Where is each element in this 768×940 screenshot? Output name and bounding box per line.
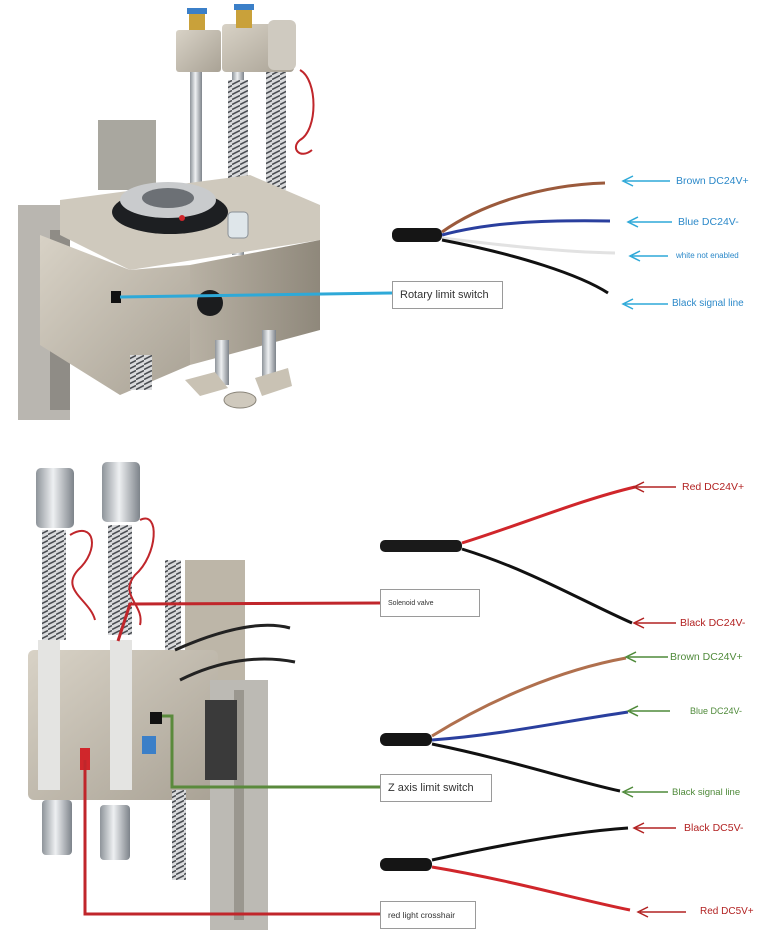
motor-block — [98, 120, 156, 190]
rail-groove — [234, 690, 244, 920]
arrow-black-z — [621, 786, 668, 798]
solenoid-leader — [116, 601, 381, 642]
cylinder-left — [36, 468, 74, 528]
rod-lower-2 — [262, 330, 276, 380]
arrow-brown — [621, 175, 670, 187]
fitting-cap-right — [234, 4, 254, 10]
solenoid-cable — [380, 485, 636, 625]
wire-red — [431, 865, 631, 912]
label-red-dc24v-plus: Red DC24V+ — [682, 481, 745, 493]
cable-jacket — [380, 540, 462, 552]
wire-brown — [431, 656, 627, 738]
nozzle-right — [100, 805, 130, 860]
fitting-cap-left — [187, 8, 207, 14]
z-limit-leader — [162, 714, 380, 789]
wire-white — [441, 236, 616, 255]
main-housing-side — [190, 240, 320, 365]
wire-black — [431, 742, 621, 793]
rotary-knob — [197, 290, 223, 316]
red-light-arrows — [632, 822, 686, 918]
label-black-signal-line: Black signal line — [672, 298, 744, 309]
z-axis-assembly — [28, 462, 296, 930]
arrow-blue-z — [626, 705, 670, 717]
z-axis-limit-switch-label: Z axis limit switch — [380, 774, 492, 802]
label-white-not-enabled: white not enabled — [676, 251, 739, 260]
wire-blue — [431, 710, 629, 742]
label-z-black-signal-line: Black signal line — [672, 787, 741, 798]
arrow-black-24 — [632, 617, 676, 629]
z-limit-switch — [150, 712, 162, 724]
brass-fitting-right — [236, 6, 252, 28]
black-cable-arc-2 — [179, 657, 296, 682]
arrow-red-5 — [636, 906, 686, 918]
rotary-limit-switch-label: Rotary limit switch — [392, 281, 503, 309]
red-marker — [179, 215, 185, 221]
top-cable — [392, 181, 616, 295]
rotary-limit-switch — [111, 291, 121, 303]
red-light-leader — [83, 760, 380, 916]
label-black-dc24v-minus: Black DC24V- — [680, 617, 746, 629]
red-light-crosshair-label: red light crosshair — [380, 901, 476, 929]
brass-fitting-left — [189, 10, 205, 30]
rotary-callout-leader — [119, 291, 393, 299]
red-wires-bl — [69, 529, 96, 621]
cylinder-right — [102, 462, 140, 522]
main-housing-front — [40, 235, 190, 395]
arrow-white — [628, 250, 668, 262]
arrow-black — [621, 298, 668, 310]
label-z-blue-dc24v-minus: Blue DC24V- — [690, 706, 743, 716]
red-light-cable — [380, 826, 631, 912]
label-z-brown-dc24v-plus: Brown DC24V+ — [670, 651, 743, 663]
arrow-black-5 — [632, 822, 676, 834]
solenoid-valve-label: Solenoid valve — [380, 589, 480, 617]
foot-right — [255, 368, 292, 396]
spring-br — [108, 525, 132, 635]
arrow-red-24 — [632, 481, 676, 493]
red-wire-loop — [294, 69, 315, 155]
red-light — [80, 748, 90, 770]
valve-right — [110, 640, 132, 790]
spring-right — [266, 70, 286, 190]
foot-ring — [223, 391, 257, 409]
foot-left — [185, 372, 228, 396]
top-arrows — [621, 175, 672, 310]
red-wires-br — [128, 517, 155, 626]
wire-black — [441, 238, 609, 295]
blue-fitting — [142, 736, 156, 754]
wire-black — [461, 547, 633, 625]
arrow-brown-z — [624, 651, 668, 663]
label-black-dc5v-minus: Black DC5V- — [684, 822, 744, 834]
ball-screw — [172, 790, 186, 880]
z-cable — [380, 656, 629, 793]
cable-jacket — [392, 228, 442, 242]
rotary-bore — [142, 188, 194, 208]
rod-lower-1 — [215, 340, 229, 385]
nozzle-left — [42, 800, 72, 855]
top-cylinder — [268, 20, 296, 70]
wire-red — [461, 485, 636, 545]
wire-blue — [441, 219, 611, 237]
glass-vial — [227, 211, 249, 239]
cable-jacket — [380, 858, 432, 871]
stepper-motor — [205, 700, 237, 780]
wire-black — [431, 826, 629, 862]
valve-left — [38, 640, 60, 790]
label-blue-dc24v-minus: Blue DC24V- — [678, 216, 739, 228]
rotary-head-assembly — [18, 4, 320, 420]
top-block-left — [176, 30, 221, 72]
spring-lower — [130, 355, 152, 390]
label-red-dc5v-plus: Red DC5V+ — [700, 906, 754, 917]
cable-jacket — [380, 733, 432, 746]
black-cable-arc — [174, 623, 291, 652]
label-brown-dc24v-plus: Brown DC24V+ — [676, 175, 749, 187]
arrow-blue — [626, 216, 672, 228]
spring-left — [228, 80, 248, 190]
solenoid-arrows — [632, 481, 676, 629]
wire-brown — [441, 181, 606, 234]
spring-bl — [42, 530, 66, 640]
z-arrows — [621, 651, 670, 798]
